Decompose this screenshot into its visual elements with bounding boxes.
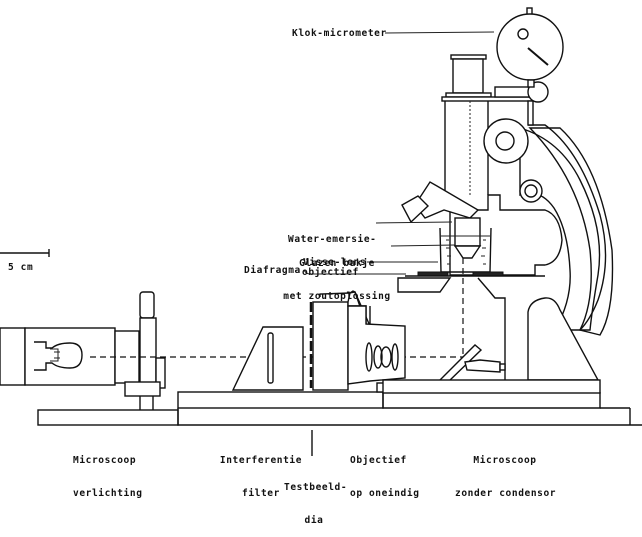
leader-lines [303, 31, 495, 456]
dial-micrometer [496, 7, 564, 126]
label-interferentie-filter-line2: filter [242, 488, 280, 499]
label-water-emersie-objectief: Water-emersie- objectief [288, 212, 377, 289]
label-objectief-line1: Objectief [350, 455, 407, 466]
label-interferentie-filter: Interferentie filter [218, 433, 304, 510]
label-diafragma: Diafragma [244, 265, 301, 276]
microscope-setup-drawing [0, 7, 642, 456]
label-water-emersie-line2: objectief [302, 267, 359, 278]
label-microscoop-zonder-condensor-line1: Microscoop [473, 455, 537, 466]
microscope [382, 54, 614, 394]
microscope-illumination [0, 291, 166, 410]
scale-bar [0, 249, 50, 257]
label-objectief-op-oneindig: Objectief op oneindig [350, 433, 420, 510]
scale-bar-label: 5 cm [8, 262, 34, 273]
label-objectief-line2: op oneindig [350, 488, 420, 499]
label-testbeeld-dia: Testbeeld- dia [284, 460, 348, 537]
label-glazen-bakje-line2: met zoutoplossing [283, 291, 391, 302]
label-microscoop-verlichting: Microscoop verlichting [73, 433, 143, 510]
label-microscoop-verlichting-line1: Microscoop [73, 455, 137, 466]
label-testbeeld-dia-line1: Testbeeld- [284, 482, 348, 493]
label-testbeeld-dia-line2: dia [304, 515, 324, 526]
label-microscoop-zonder-condensor-line2: zonder condensor [455, 488, 557, 499]
label-microscoop-verlichting-line2: verlichting [73, 488, 143, 499]
label-glazen-bakje-line1: Glazen bakje [299, 258, 375, 269]
base-plates [37, 391, 642, 426]
label-glazen-bakje: Glazen bakje met zoutoplossing [283, 236, 391, 313]
label-interferentie-filter-line1: Interferentie [219, 455, 303, 466]
label-visse-lens: Visse-lens [303, 257, 367, 268]
label-klok-micrometer: Klok-micrometer [292, 28, 387, 39]
interference-filter [231, 326, 304, 391]
test-slide-and-objective [309, 290, 428, 393]
label-water-emersie-line1: Water-emersie- [288, 234, 377, 245]
label-microscoop-zonder-condensor: Microscoop zonder condensor [455, 433, 557, 510]
